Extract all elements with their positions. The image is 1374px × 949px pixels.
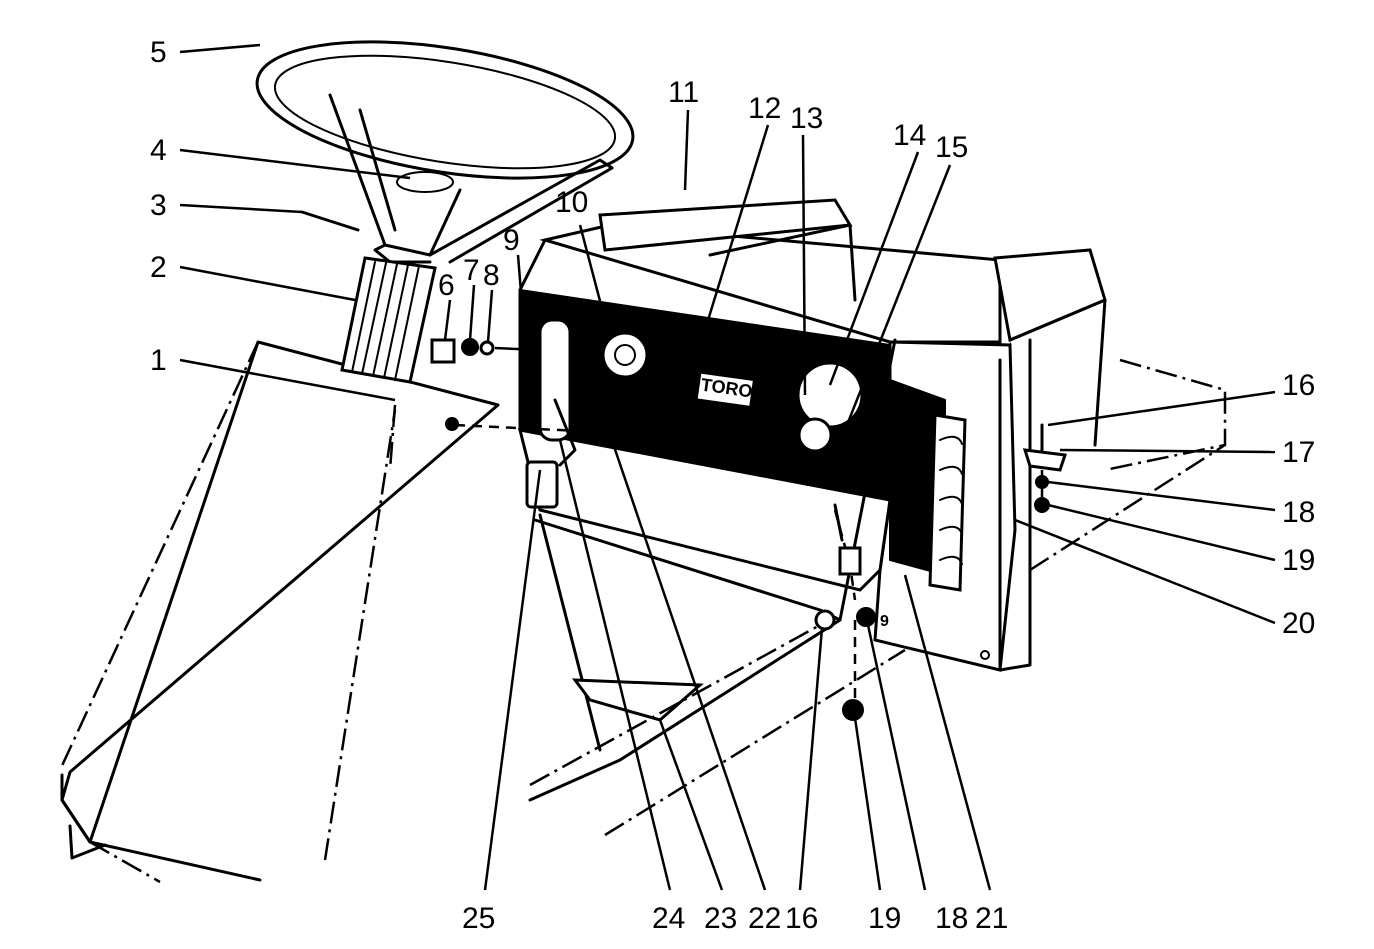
leader-lines (179, 43, 1276, 891)
seat-frame (598, 198, 1227, 572)
callout-17: 17 (1282, 436, 1315, 469)
roll-pin (300, 210, 360, 232)
callout-6: 6 (438, 269, 455, 302)
steering-pedestal (58, 340, 500, 884)
callout-20: 20 (1282, 607, 1315, 640)
callout-21: 21 (975, 902, 1008, 935)
callout-numbers: 5 4 3 2 1 6 7 8 9 10 11 12 13 14 15 16 1… (150, 36, 1315, 935)
callout-19-bottom: 19 (868, 902, 901, 935)
callout-15: 15 (935, 131, 968, 164)
gate-label-2: 2 (906, 529, 915, 546)
callout-1: 1 (150, 344, 167, 377)
callout-2: 2 (150, 251, 167, 284)
callout-24: 24 (652, 902, 685, 935)
key-hardware (430, 338, 541, 364)
callout-25: 25 (462, 902, 495, 935)
callout-5: 5 (150, 36, 167, 69)
callout-22: 22 (748, 902, 781, 935)
gate-label-3: 3 (908, 507, 917, 524)
dash-console: TORO 3 2 1 (517, 223, 1107, 672)
callout-16-bottom: 16 (785, 902, 818, 935)
steering-grip (340, 256, 437, 384)
callout-14: 14 (893, 119, 926, 152)
callout-8: 8 (483, 259, 500, 292)
callout-7: 7 (463, 254, 480, 287)
callout-18-bottom: 18 (935, 902, 968, 935)
callout-11: 11 (668, 76, 699, 109)
callout-4: 4 (150, 134, 167, 167)
callout-19-right: 19 (1282, 544, 1315, 577)
pedal-label: 9 (880, 613, 889, 630)
callout-18-right: 18 (1282, 496, 1315, 529)
callout-16-right: 16 (1282, 369, 1315, 402)
steering-wheel (255, 40, 635, 264)
brake-rod: 9 (814, 338, 897, 721)
gate-label-1: 1 (904, 549, 913, 566)
callout-10: 10 (555, 186, 588, 219)
callout-9: 9 (503, 224, 520, 257)
callout-13: 13 (790, 102, 823, 135)
callout-3: 3 (150, 189, 167, 222)
callout-23: 23 (704, 902, 737, 935)
callout-12: 12 (748, 92, 781, 125)
